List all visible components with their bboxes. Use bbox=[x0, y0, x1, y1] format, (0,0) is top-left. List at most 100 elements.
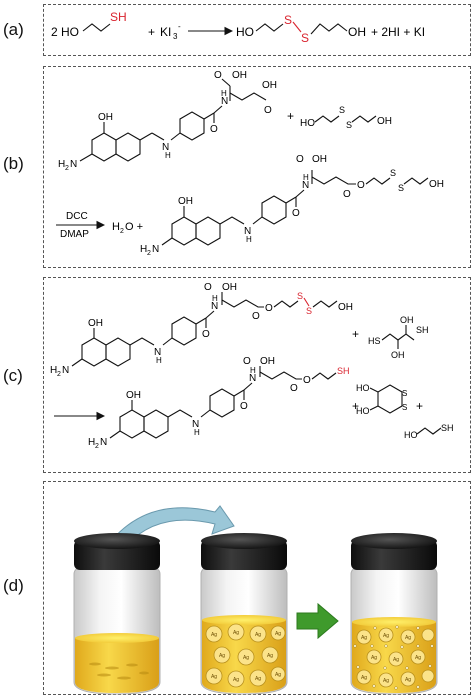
c-s2: S bbox=[306, 306, 312, 316]
b-amide-bond bbox=[213, 105, 223, 114]
np-label: Ag bbox=[275, 631, 281, 637]
c-mercaptoethanol: HO SH bbox=[404, 423, 454, 440]
vial-2-nanoparticles: Ag Ag Ag Ag Ag Ag Ag Ag Ag Ag Ag bbox=[205, 623, 286, 688]
b-prod-pteridine-2 bbox=[195, 216, 221, 246]
c-linker bbox=[273, 300, 299, 308]
c-o-top: O bbox=[204, 282, 212, 293]
c-reactant: OH H 2 N N H O N H O OH O O S S bbox=[50, 282, 353, 378]
vial-2: Ag Ag Ag Ag Ag Ag Ag Ag Ag Ag Ag bbox=[200, 533, 288, 695]
c-nh: N bbox=[211, 301, 218, 312]
c-ring-s2: S bbox=[402, 403, 407, 412]
b-o1: O bbox=[210, 124, 218, 135]
c-prod-phenyl bbox=[209, 388, 235, 418]
vial-3-ligand-dots bbox=[353, 625, 434, 690]
c-ring-ho-2: HO bbox=[356, 406, 370, 416]
b-prod-ester-o2: O bbox=[357, 180, 365, 191]
a-ki3-sup: - bbox=[178, 22, 181, 31]
c-prod-amide bbox=[243, 382, 253, 391]
b-ch2-bond bbox=[139, 132, 153, 141]
c-h2n-n: N bbox=[62, 365, 69, 376]
a-product-chain-left bbox=[255, 23, 284, 32]
b-o2: O bbox=[214, 70, 222, 81]
c-me-ho: HO bbox=[404, 430, 418, 440]
b-phenyl-ring bbox=[179, 111, 205, 141]
c-pteridine-1 bbox=[81, 337, 107, 367]
c-carbonyl bbox=[195, 317, 207, 325]
c-prod-o1: O bbox=[240, 401, 248, 412]
c-o1: O bbox=[202, 329, 210, 340]
c-plus-1: + bbox=[352, 327, 359, 341]
b-plus: + bbox=[287, 109, 294, 123]
b-nh: N bbox=[221, 96, 228, 107]
b-prod-glutamate bbox=[311, 176, 356, 185]
np-label: Ag bbox=[405, 677, 411, 683]
c-n-phenyl bbox=[162, 337, 173, 346]
b-prod-nh: N bbox=[302, 180, 309, 191]
c-pter-oh: OH bbox=[88, 318, 103, 329]
b-prod-n-link-h: H bbox=[246, 235, 252, 244]
c-plus-2: + bbox=[352, 399, 359, 413]
c-pteridine-2 bbox=[105, 337, 131, 367]
b-nh2-bond bbox=[79, 153, 93, 162]
c-h2n-sub: 2 bbox=[57, 371, 61, 378]
c-prod-h2n: H bbox=[88, 437, 95, 448]
a-s2: S bbox=[301, 31, 309, 45]
b-h2n-sub: 2 bbox=[65, 165, 69, 172]
c-h2n: H bbox=[50, 365, 57, 376]
b-prod-nh2-bond bbox=[161, 237, 173, 246]
b-prod-oh: OH bbox=[312, 154, 327, 165]
c-cyclic-dtt: S S HO HO bbox=[356, 383, 407, 416]
c-disulfide-bond bbox=[303, 297, 310, 307]
a-ho: HO bbox=[61, 25, 79, 39]
c-dtt-chain bbox=[381, 333, 415, 341]
panel-d-vials: Ag Ag Ag Ag Ag Ag Ag Ag Ag Ag Ag bbox=[73, 505, 438, 695]
c-prod-pteridine-2 bbox=[143, 409, 169, 439]
a-mercaptoethanol-chain bbox=[82, 23, 111, 32]
b-pteridine-ring-1 bbox=[91, 132, 117, 162]
vial-1-solution-surface bbox=[75, 633, 159, 643]
c-dtt-oh-1: OH bbox=[391, 350, 405, 360]
process-arrow bbox=[296, 602, 339, 640]
c-me-sh: SH bbox=[441, 423, 454, 433]
vial-2-solution-surface bbox=[202, 615, 286, 625]
c-phenyl bbox=[171, 316, 197, 346]
b-dithiodiethanol: HO S S OH bbox=[300, 105, 392, 130]
a-product-oh: OH bbox=[348, 25, 366, 39]
np-label: Ag bbox=[267, 653, 273, 659]
b-prod-n-link: N bbox=[244, 226, 251, 237]
a-coef: 2 bbox=[51, 25, 58, 39]
b-prod-nh-h: H bbox=[303, 173, 309, 182]
b-glutamate-chain bbox=[229, 92, 267, 101]
b-cooh-bond bbox=[221, 78, 231, 87]
a-product-ho: HO bbox=[236, 25, 254, 39]
c-prod-h2n-n: N bbox=[100, 437, 107, 448]
b-water-h: H bbox=[112, 221, 120, 233]
vial-3: Ag Ag Ag Ag Ag Ag Ag Ag Ag bbox=[350, 533, 438, 695]
c-s1: S bbox=[297, 291, 303, 301]
np-label: Ag bbox=[371, 655, 377, 661]
b-water-o: O + bbox=[125, 221, 143, 233]
c-prod-carbonyl bbox=[233, 389, 245, 397]
b-prod-tail bbox=[403, 177, 429, 185]
c-prod-glutamate bbox=[259, 371, 302, 380]
np-label: Ag bbox=[275, 672, 281, 678]
np-label: Ag bbox=[219, 653, 225, 659]
panel-d-frame bbox=[43, 481, 471, 695]
c-prod-o-top: O bbox=[243, 356, 251, 367]
np-label: Ag bbox=[233, 677, 239, 683]
a-sh: SH bbox=[110, 10, 127, 24]
vial-1-solution bbox=[75, 638, 159, 693]
c-prod-n-link-h: H bbox=[194, 428, 200, 437]
b-water-sub: 2 bbox=[120, 228, 124, 235]
b-prod-carbonyl bbox=[285, 196, 297, 204]
np-label: Ag bbox=[405, 635, 411, 641]
c-prod-linker bbox=[311, 372, 337, 380]
b-diol-oh: OH bbox=[377, 116, 392, 127]
c-prod-oh-top: OH bbox=[260, 356, 275, 367]
a-s1: S bbox=[284, 13, 292, 27]
b-prod-o1: O bbox=[292, 208, 300, 219]
b-oh2: OH bbox=[262, 80, 277, 91]
panel-label-d: (d) bbox=[3, 576, 24, 595]
c-dtt-hs: HS bbox=[368, 336, 381, 346]
np-label: Ag bbox=[361, 635, 367, 641]
